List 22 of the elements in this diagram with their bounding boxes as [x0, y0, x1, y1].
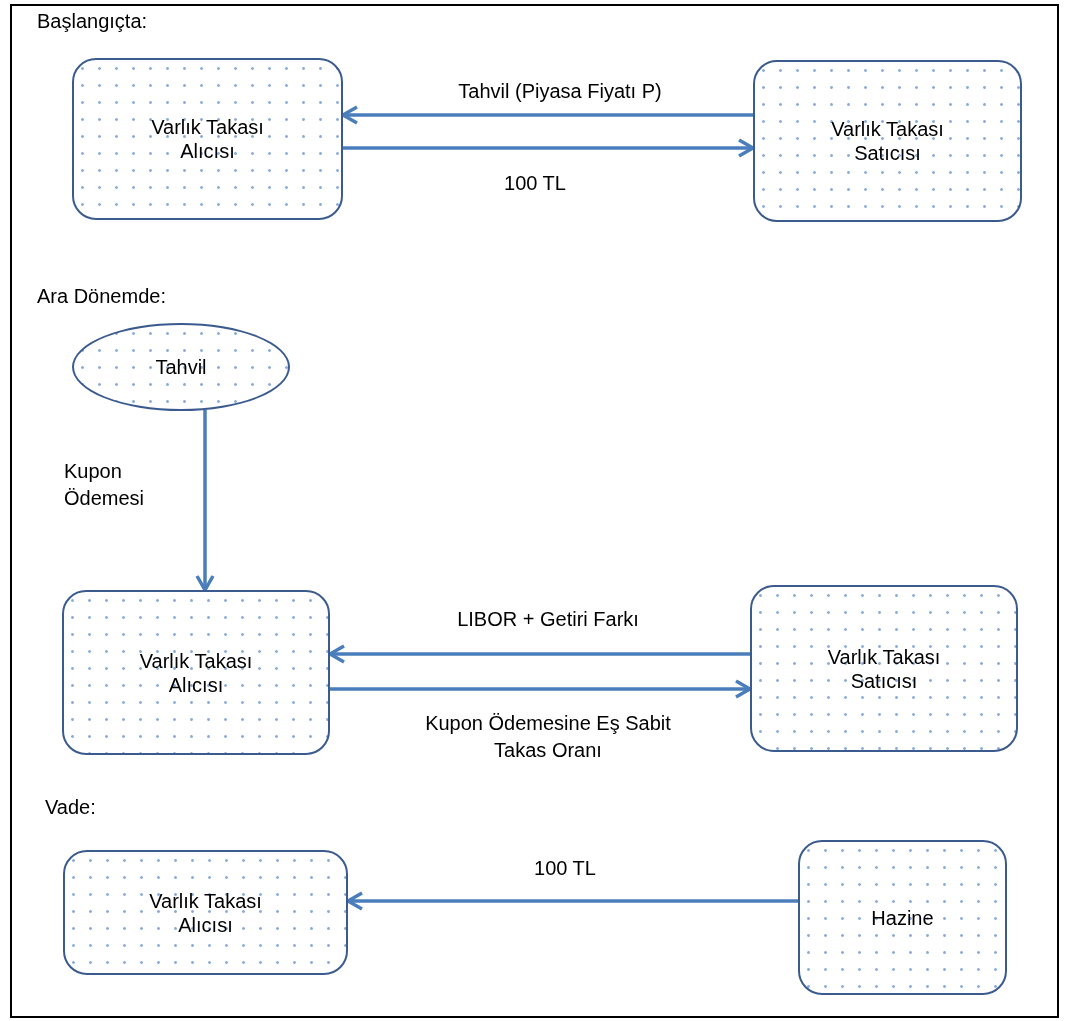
node-label: Varlık Takası Alıcısı [138, 648, 254, 697]
arrow [330, 679, 752, 699]
node-label: Varlık Takası Alıcısı [148, 888, 263, 937]
arrow [346, 891, 798, 911]
section-heading: Başlangıçta: [37, 10, 148, 33]
node-label: Varlık Takası Satıcısı [826, 644, 942, 693]
rounded-box [72, 58, 343, 220]
arrow [195, 409, 215, 592]
arrow [341, 105, 753, 125]
node-label: Varlık Takası Alıcısı [150, 115, 265, 163]
rounded-box [798, 840, 1007, 995]
rounded-box [753, 60, 1022, 222]
node-label: Varlık Takası Satıcısı [830, 117, 945, 165]
node-label: Tahvil [155, 355, 207, 379]
rounded-box [750, 585, 1018, 752]
node-label: Hazine [871, 905, 934, 930]
arrow [343, 138, 755, 158]
rounded-box [63, 850, 348, 975]
section-heading: Vade: [45, 796, 96, 819]
arrow [328, 644, 750, 664]
rounded-box [62, 590, 330, 755]
section-heading: Ara Dönemde: [37, 285, 166, 308]
